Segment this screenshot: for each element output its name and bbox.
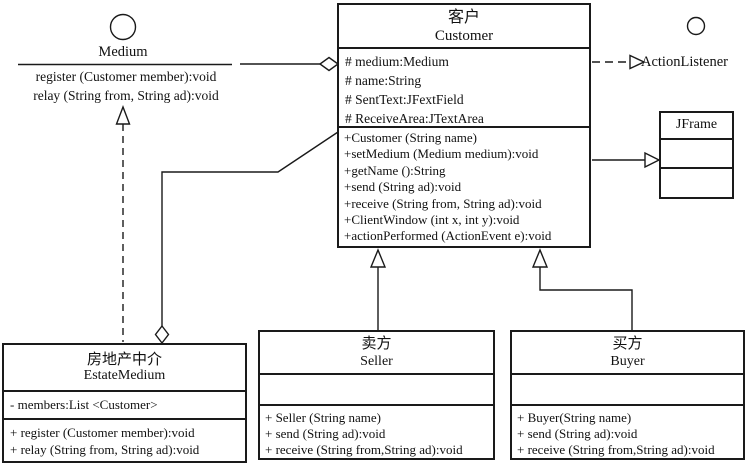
attribute-row: # SentText:JFextField [345,92,464,107]
method-row: + send (String ad):void [517,425,638,441]
customer-class-box: 客户 Customer # medium:Medium # name:Strin… [337,3,591,248]
method-row: +receive (String from, String ad):void [344,195,542,211]
method-row: +setMedium (Medium medium):void [344,146,539,162]
estatemedium-attributes-compartment: - members:List <Customer> [4,392,245,420]
actionlistener-interface-circle-icon [686,16,706,36]
attribute-row: # medium:Medium [345,54,449,69]
method-row: + receive (String from,String ad):void [517,441,715,457]
customer-class-title: 客户 Customer [339,5,589,49]
buyer-class-title: 买方 Buyer [512,332,743,375]
medium-interface-circle-icon [109,13,137,41]
actionlistener-interface-label: ActionListener [641,54,728,70]
jframe-class-title: JFrame [661,113,732,140]
generalization-arrow-icon [644,151,661,169]
class-title-en: Buyer [610,354,645,369]
customer-methods-compartment: +Customer (String name) +setMedium (Medi… [339,128,589,246]
buyer-customer-line [539,267,633,330]
buyer-attributes-compartment [512,375,743,406]
method-row: + receive (String from,String ad):void [265,441,463,457]
estatemedium-methods-compartment: + register (Customer member):void + rela… [4,420,245,461]
class-title-zh: 客户 [447,9,480,26]
jframe-attributes-compartment [661,140,732,169]
method-row: +send (String ad):void [344,179,462,195]
attribute-row: # ReceiveArea:JTextArea [345,111,484,126]
customer-attributes-compartment: # medium:Medium # name:String # SentText… [339,49,589,128]
seller-class-box: 卖方 Seller + Seller (String name) + send … [258,330,495,460]
method-row: + send (String ad):void [265,425,386,441]
aggregation-diamond-icon [318,56,340,72]
seller-attributes-compartment [260,375,493,406]
method-row: +actionPerformed (ActionEvent e):void [344,228,552,244]
class-title-zh: 买方 [612,336,643,352]
buyer-class-box: 买方 Buyer + Buyer(String name) + send (St… [510,330,745,460]
generalization-arrow-icon [531,248,549,268]
aggregation-diamond-icon [154,324,170,345]
generalization-arrow-icon [369,248,387,268]
attribute-row: - members:List <Customer> [10,397,158,412]
medium-interface-operations: register (Customer member):void relay (S… [10,67,242,105]
interface-operation: relay (String from, String ad):void [33,88,219,103]
method-row: + register (Customer member):void [10,425,195,440]
class-title-en: Seller [360,354,393,369]
method-row: +getName ():String [344,162,446,178]
method-row: + relay (String from, String ad):void [10,441,200,457]
method-row: +Customer (String name) [344,130,477,145]
jframe-class-box: JFrame [659,111,734,199]
estatemedium-class-box: 房地产中介 EstateMedium - members:List <Custo… [2,343,247,463]
class-title-en: Customer [434,28,494,44]
jframe-methods-compartment [661,169,732,197]
method-row: +ClientWindow (int x, int y):void [344,212,520,228]
class-title-en: EstateMedium [83,368,166,383]
estatemedium-class-title: 房地产中介 EstateMedium [4,345,245,392]
interface-operation: register (Customer member):void [35,69,217,84]
class-title-zh: 卖方 [361,336,392,352]
buyer-methods-compartment: + Buyer(String name) + send (String ad):… [512,406,743,458]
medium-interface-label: Medium [98,44,148,60]
class-title-zh: 房地产中介 [86,352,162,368]
seller-class-title: 卖方 Seller [260,332,493,375]
method-row: + Seller (String name) [265,410,381,425]
customer-estatemedium-association-line [161,131,339,326]
method-row: + Buyer(String name) [517,410,632,425]
seller-methods-compartment: + Seller (String name) + send (String ad… [260,406,493,458]
realization-arrow-icon [115,105,131,125]
attribute-row: # name:String [345,73,422,88]
